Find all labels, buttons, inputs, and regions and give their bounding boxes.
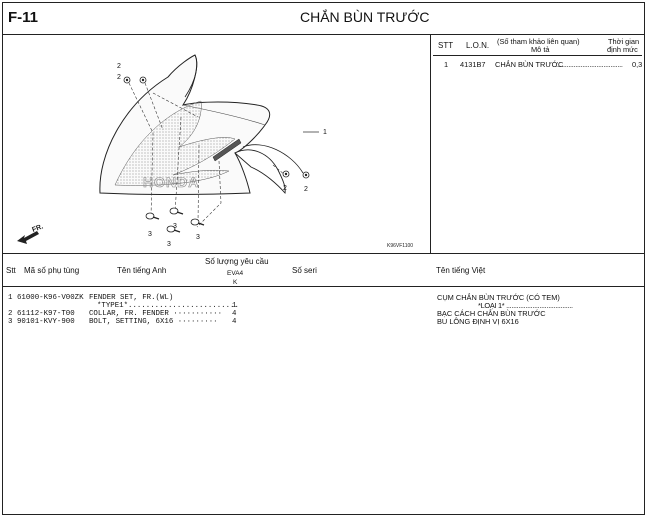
ref-col-time-1: Thời gian: [608, 37, 640, 46]
wing-decal: [114, 100, 236, 186]
callout-number: 1: [323, 129, 327, 136]
header-divider: [2, 34, 645, 35]
callout-number: 2: [117, 74, 121, 81]
fr-label: FR.: [31, 223, 44, 233]
callout-number: 2: [117, 63, 121, 70]
callout-number: 2: [283, 185, 287, 192]
ref-row-lon: 4131B7: [460, 60, 486, 69]
parts-header-divider: [2, 286, 645, 287]
bolt-icon: [145, 212, 160, 220]
callout-number: 3: [196, 234, 200, 241]
parts-col-serial: Số seri: [292, 266, 317, 275]
fender-body: [99, 54, 304, 228]
diagram-divider: [430, 34, 431, 253]
fender-brand-text: HONDA: [143, 174, 199, 190]
callout-number: 2: [304, 186, 308, 193]
part-number: 90101-KVY-900: [17, 318, 75, 326]
part-number: 61112-K97-T00: [17, 310, 75, 318]
ref-row-dots: ......................................: [556, 60, 623, 69]
ref-col-desc-1: (Số tham khảo liên quan): [497, 37, 580, 46]
bolt-icon: [169, 207, 184, 215]
part-vn-name: BẠC CÁCH CHẮN BÙN TRƯỚC: [437, 309, 546, 318]
part-qty: 4: [232, 318, 237, 326]
part-no-index: 3: [8, 318, 13, 326]
part-en-sub: *TYPE1*.........................: [97, 302, 239, 310]
callout-number: 3: [173, 223, 177, 230]
collar-icon: [123, 76, 131, 84]
diagram-bottom-divider: [2, 253, 645, 254]
collar-icon: [139, 76, 147, 84]
part-number: 61000-K96-V00ZK: [17, 294, 84, 302]
parts-col-part-no: Mã số phụ tùng: [24, 266, 80, 275]
part-no-index: 1: [8, 294, 13, 302]
part-qty: 4: [232, 310, 237, 318]
fender-diagram: HONDA FR. 1 2 2 2 2 3: [17, 54, 413, 249]
part-no-index: 2: [8, 310, 13, 318]
parts-col-no: Stt: [6, 266, 16, 275]
callout-number: 3: [148, 231, 152, 238]
ref-row-time: 0,3: [632, 60, 643, 69]
page-title: CHẮN BÙN TRƯỚC: [300, 9, 430, 25]
bolt-icon: [190, 218, 205, 226]
parts-col-vn: Tên tiếng Việt: [436, 266, 486, 275]
ref-row-desc: CHẮN BÙN TRƯỚC: [495, 60, 564, 69]
ref-header-divider: [433, 55, 642, 56]
part-en-name: BOLT, SETTING, 6X16 ·········: [89, 318, 218, 326]
collar-icon: [282, 170, 290, 178]
parts-col-en: Tên tiếng Anh: [117, 266, 167, 275]
callout-number: 3: [167, 241, 171, 248]
ref-col-stt: STT: [438, 41, 454, 50]
part-vn-sub: *LOẠI 1* ...............................…: [478, 301, 573, 310]
bolt-icon: [166, 225, 181, 233]
part-en-name: COLLAR, FR. FENDER ···········: [89, 310, 223, 318]
ref-col-desc-2: Mô tả: [531, 45, 550, 54]
ref-row-stt: 1: [444, 60, 449, 69]
part-vn-name: CỤM CHẮN BÙN TRƯỚC (CÓ TEM): [437, 293, 560, 302]
page-code: F-11: [8, 9, 39, 26]
ref-col-time-2: định mức: [607, 45, 638, 54]
front-arrow-icon: [17, 231, 39, 244]
parts-col-qty-title: Số lượng yêu cầu: [205, 257, 269, 266]
diagram-code: K96VF1100: [387, 243, 413, 249]
part-vn-name: BU LÔNG ĐỊNH VỊ 6X16: [437, 317, 519, 326]
part-qty: 1: [232, 302, 237, 310]
ref-col-lon: L.O.N.: [466, 41, 490, 50]
part-en-name: FENDER SET, FR.(WL): [89, 294, 174, 302]
parts-col-qty-model: EVA4: [227, 270, 244, 277]
collar-icon: [302, 171, 310, 179]
parts-col-qty-sub: K: [233, 279, 238, 286]
